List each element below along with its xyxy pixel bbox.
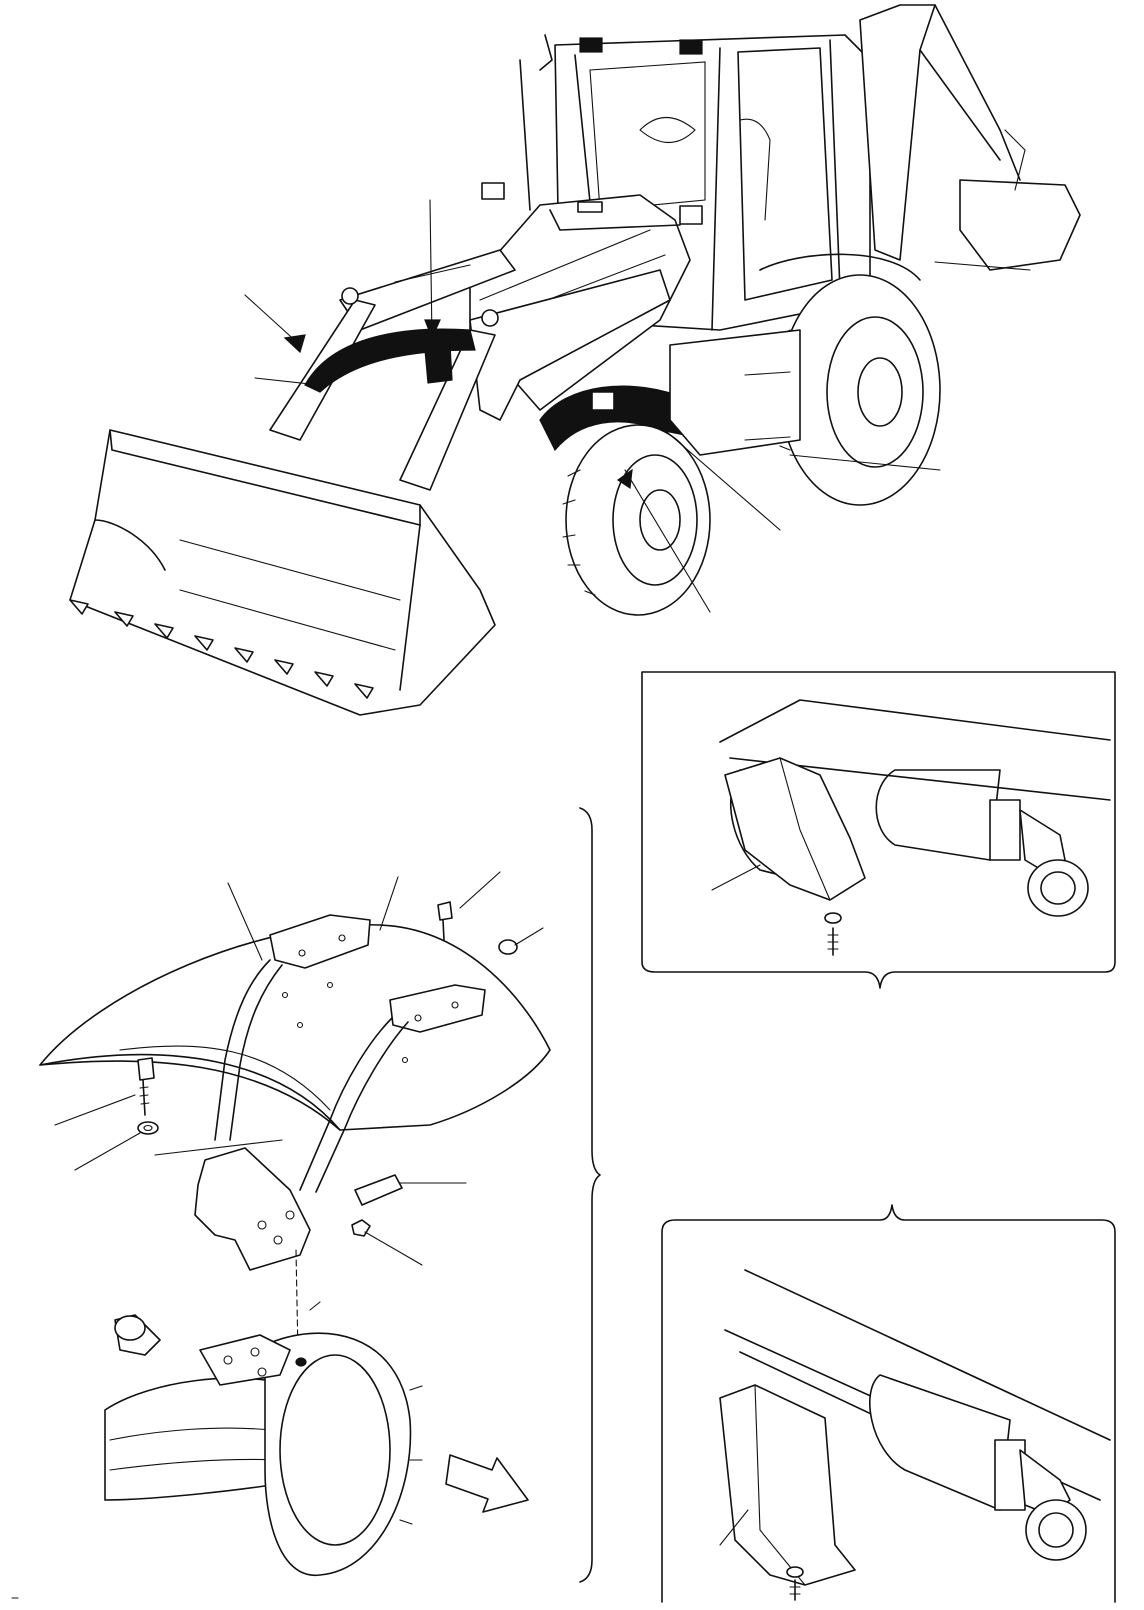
mounting-plate — [194, 1147, 311, 1271]
direction-arrow-icon — [445, 1454, 529, 1513]
cylinder-guard-highlight — [424, 344, 453, 384]
step-box — [669, 329, 801, 456]
bucket-teeth — [69, 599, 374, 699]
leader-arrow-icon — [283, 334, 306, 354]
leader-arrow-icon — [424, 319, 441, 340]
detail-frame — [641, 671, 1116, 989]
detail-frame — [661, 1204, 1116, 1603]
leader-lines — [244, 199, 941, 613]
cylinder-guard-plate — [724, 757, 866, 901]
leader-lines-exploded — [54, 871, 544, 1266]
leader-arrow-icon — [616, 468, 633, 490]
front-fender-highlight — [304, 328, 476, 393]
fender-shell — [39, 924, 551, 1131]
cylinder-guard-detail-bottom — [661, 1204, 1116, 1603]
cylinder-guard-plate — [719, 1384, 856, 1586]
front-fender-exploded — [39, 807, 601, 1583]
axle-hub — [104, 1301, 423, 1576]
cylinder-guard-detail-top — [641, 671, 1116, 989]
group-brace — [579, 807, 601, 1583]
backhoe-boom — [859, 4, 1081, 271]
machine-overview — [69, 4, 1081, 716]
front-wheel — [562, 424, 711, 616]
loader-bucket — [69, 429, 496, 716]
fender-bracket — [214, 959, 283, 1141]
